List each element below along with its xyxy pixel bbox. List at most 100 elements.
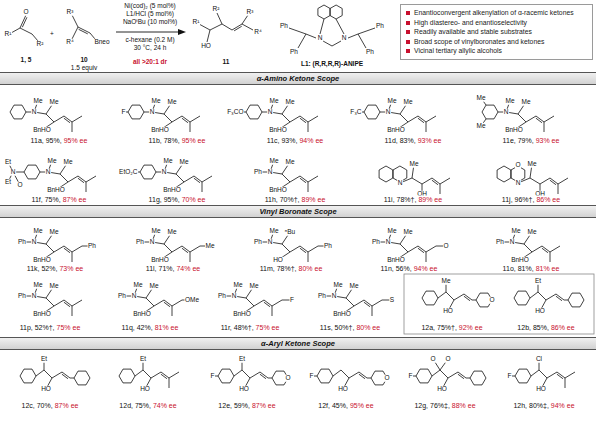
band-title: α-Aryl Ketone Scope [261,339,335,348]
bond-line [358,34,366,48]
reaction-arrow [116,32,180,33]
atom-label: N [331,293,337,300]
bond-line [44,370,52,378]
bond-line [300,248,306,253]
compound-caption: 11s, 50%†,80% ee [319,324,381,331]
ring [20,369,36,383]
atom-label: Me [63,159,73,166]
bond-line [46,114,54,122]
atom-label: BnHO [151,257,170,264]
ee-text: 70% ee [182,196,206,203]
bond-line [422,178,432,184]
atom-label: N [31,239,37,246]
atom-label: Me [269,98,279,105]
yield-text: 11g, 95%, [149,196,180,203]
yield-text: 11o, 81%, [503,265,534,272]
bond-line [60,174,68,182]
ee-text: 86% ee [551,324,575,331]
atom-label: Me [511,228,521,235]
bond-line [244,112,246,113]
bond-line [272,300,282,306]
atom-label: BnHO [133,311,152,318]
ee-text: 95% ee [182,137,206,144]
bond-line [300,118,306,123]
atom-label: O [445,356,451,363]
bond-line [250,372,260,378]
feature-text: Readily available and stable substrates [414,28,532,35]
yield-text: 11h, 70%†, [265,196,300,203]
atom-label: F [309,373,314,380]
bond-line [70,378,74,379]
atom-label: Ph [496,239,505,246]
bond-line [542,246,550,252]
bond-line [364,300,372,306]
compound-caption: 11i, 78%†,89% ee [383,196,443,203]
feature-text: Vicinal tertiary allylic alcohols [414,47,502,54]
yield-text: 11r, 48%†, [221,324,254,331]
atom-label: Et [238,356,245,363]
atom-label: Me [33,282,43,289]
compound-caption: 11f, 75%,87% ee [31,196,88,203]
bond-line [242,24,253,30]
bond-line [418,246,426,252]
atom-label: HO [535,308,546,315]
yield-text: 11f, 75%, [32,196,61,203]
atom-label: HO [41,386,52,393]
condition-text: 30 °C, 24 h [133,45,167,52]
compound-caption: 12d, 75%,74% ee [118,402,177,409]
atom-label: F [290,297,295,304]
atom-label: N [267,239,273,246]
atom-label: Me [521,99,531,106]
arrow-head [178,29,186,35]
band-title: Vinyl Boronate Scope [259,207,336,216]
bond-line [438,292,446,298]
feature-row: Vicinal tertiary allylic alcohols [406,46,587,56]
bond-line [446,292,454,300]
bond-line [78,176,86,182]
ring [24,165,40,179]
atom-label: S [389,297,394,304]
bond-line [64,248,70,253]
bond-line [346,298,354,306]
atom-label: HO [338,386,349,393]
bond-line [547,372,557,378]
atom-label: O [430,356,436,363]
bond-line [464,294,472,300]
atom-label: Me [409,161,419,168]
bond-line [426,122,427,132]
bond-line [268,378,272,379]
bond-line [36,370,44,376]
atom-label: Me [441,278,451,285]
atom-label: N [45,169,51,176]
atom-label: N [231,293,237,300]
compound-caption: 11p, 52%†,75% ee [19,324,82,331]
feature-row: Broad scope of vinylboronates and ketone… [406,37,587,47]
bond-line [72,246,82,252]
bond-line [234,26,242,31]
section-band: Vinyl Boronate Scope [0,205,596,218]
atom-label: HO [437,386,448,393]
atom-label: Ph [218,293,227,300]
bond-line [210,24,222,30]
ee-text: 93% ee [418,137,442,144]
atom-label: F [408,373,413,380]
atom-label: Me [33,98,43,105]
atom-label: Ph [118,293,127,300]
atom-label: HO [273,257,284,264]
ee-text: 88% ee [452,402,476,409]
bond-line [408,246,418,252]
compound-caption: 12a, 75%†,92% ee [420,324,483,331]
atom-label: Ph [88,243,97,250]
feature-row: Readily available and stable substrates [406,27,587,37]
atom-label: Me [285,159,295,166]
bond-line [300,116,308,122]
bond-line [550,246,560,252]
yield-text: 12d, 75%, [119,402,151,409]
atom-label: N [385,239,391,246]
atom-label: EtO₂C [119,169,138,176]
bond-line [64,300,72,306]
bond-line [550,178,558,184]
atom-label: Bneo [94,39,110,46]
bond-line [412,178,422,184]
